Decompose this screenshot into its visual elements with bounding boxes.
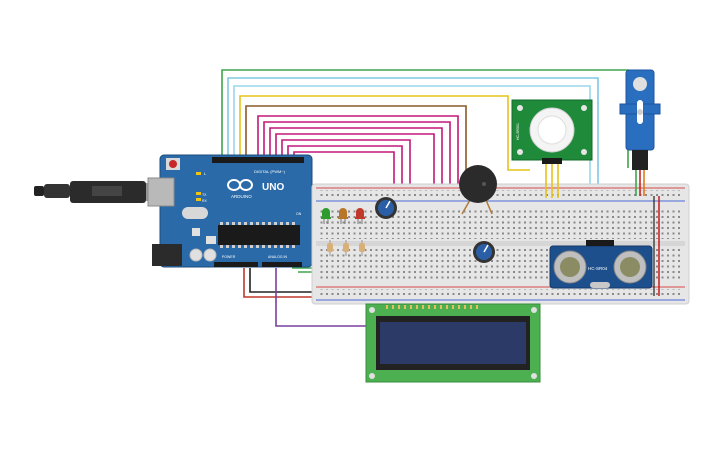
arduino-logo-icon [227,179,253,191]
servo-motor [619,69,661,196]
ultrasonic-sensor: HC-SR04 [549,240,653,289]
led-red [355,208,365,224]
digital-pin-header [212,157,304,163]
led-green [321,208,331,224]
atmega-chip [218,225,300,245]
pir-side-label: HC-SR501 [516,123,520,140]
analog-pin-header [262,262,302,267]
rx-label: RX [202,199,208,203]
pir-sensor: HC-SR501 [511,99,593,198]
led-l-label: L [204,171,207,176]
arduino-uno-board: UNO ARDUINO DIGITAL (PWM~) ANALOG IN POW… [147,154,313,268]
piezo-buzzer [459,165,497,215]
led-orange [338,208,348,224]
potentiometer-2[interactable] [473,241,495,263]
wire-brown-buzzer [245,105,467,172]
arduino-brand-label: ARDUINO [231,194,252,199]
reset-button[interactable] [169,160,177,168]
wire-yellow-pir [239,95,530,171]
power-header-label: POWER [222,255,236,259]
on-label: ON [296,212,302,216]
ultrasonic-label: HC-SR04 [588,266,608,271]
power-pin-header [214,262,258,267]
tx-label: TX [202,193,207,197]
wire-cyan-ultrasonic-1 [227,77,599,214]
lcd-display-16x2 [365,303,541,383]
arduino-model-label: UNO [262,182,284,193]
potentiometer-1[interactable] [375,197,397,219]
resistors [327,240,365,256]
analog-header-label: ANALOG IN [268,255,288,259]
digital-header-label: DIGITAL (PWM~) [254,169,286,174]
